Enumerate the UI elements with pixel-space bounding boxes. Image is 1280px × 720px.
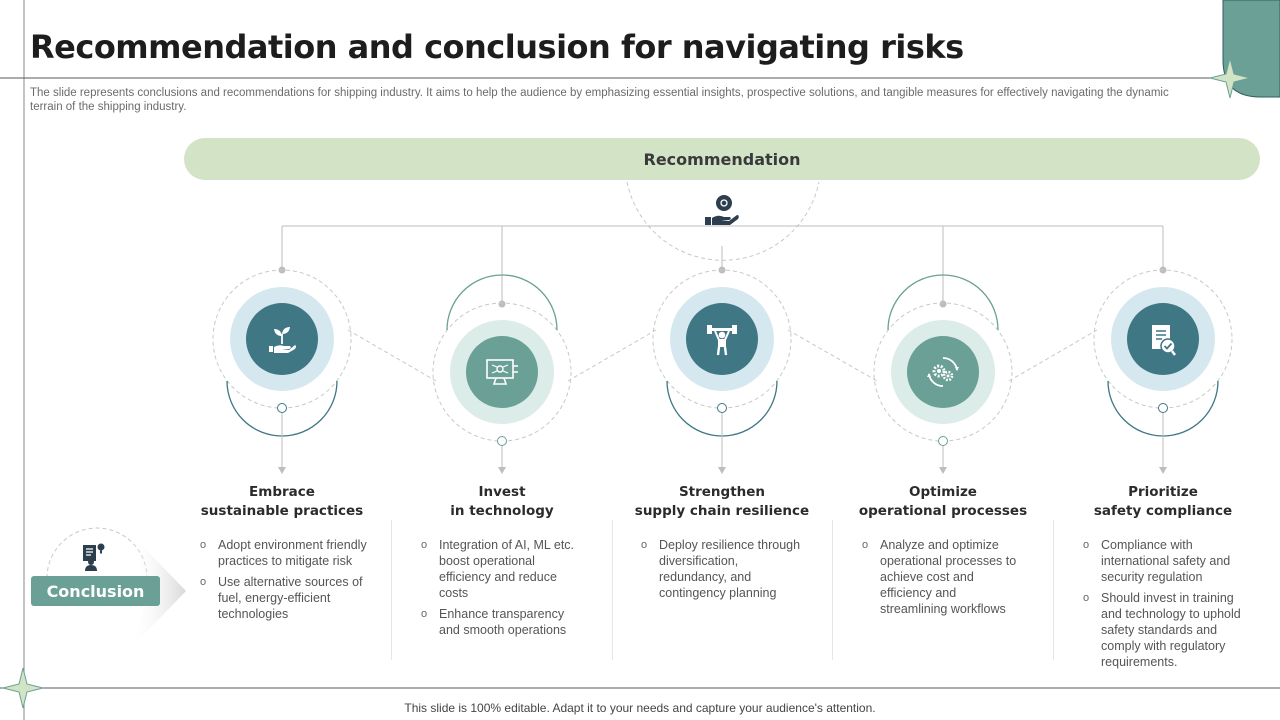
list-item: Should invest in training and technology…: [1083, 590, 1251, 670]
item-1-ring: [230, 287, 334, 391]
column-divider: [1053, 520, 1054, 660]
column-divider: [391, 520, 392, 660]
item-2-bullets: Integration of AI, ML etc. boost operati…: [421, 537, 581, 643]
item-3-bullets: Deploy resilience through diversificatio…: [641, 537, 801, 606]
item-4-ring: [891, 320, 995, 424]
list-item: Adopt environment friendly practices to …: [200, 537, 370, 569]
gears-cycle-icon: [907, 336, 979, 408]
page-subtitle: The slide represents conclusions and rec…: [30, 87, 1169, 113]
plant-in-hand-icon: [246, 303, 318, 375]
item-2-heading: Invest in technology: [392, 483, 612, 521]
hand-money-icon: [702, 192, 742, 232]
item-3-heading-line-1: Strengthen: [678, 484, 766, 500]
item-2-heading-line-1: Invest: [478, 484, 526, 500]
item-5-ring: [1111, 287, 1215, 391]
item-4-heading-line-1: Optimize: [909, 484, 977, 500]
item-1-bullets: Adopt environment friendly practices to …: [200, 537, 370, 627]
report-idea-icon: [80, 541, 110, 571]
list-item: Use alternative sources of fuel, energy-…: [200, 574, 370, 622]
list-item: Deploy resilience through diversificatio…: [641, 537, 801, 601]
column-divider: [612, 520, 613, 660]
item-2-ring: [450, 320, 554, 424]
footer-note: This slide is 100% editable. Adapt it to…: [404, 701, 876, 715]
page-title: Recommendation and conclusion for naviga…: [30, 28, 964, 66]
item-1-heading-line-2: sustainable practices: [200, 503, 364, 519]
item-1-heading: Embrace sustainable practices: [172, 483, 392, 521]
recommendation-bar: Recommendation: [184, 138, 1260, 180]
column-divider: [832, 520, 833, 660]
checklist-document-icon: [1127, 303, 1199, 375]
item-5-heading: Prioritize safety compliance: [1053, 483, 1273, 521]
monitor-network-icon: [466, 336, 538, 408]
list-item: Enhance transparency and smooth operatio…: [421, 606, 581, 638]
item-4-heading-line-2: operational processes: [858, 503, 1028, 519]
item-4-heading: Optimize operational processes: [833, 483, 1053, 521]
item-1-heading-line-1: Embrace: [249, 484, 315, 500]
list-item: Compliance with international safety and…: [1083, 537, 1251, 585]
item-5-heading-line-2: safety compliance: [1093, 503, 1233, 519]
weightlifter-icon: [686, 303, 758, 375]
list-item: Integration of AI, ML etc. boost operati…: [421, 537, 581, 601]
list-item: Analyze and optimize operational process…: [862, 537, 1022, 617]
item-4-bullets: Analyze and optimize operational process…: [862, 537, 1022, 622]
item-3-ring: [670, 287, 774, 391]
item-3-heading-line-2: supply chain resilience: [634, 503, 810, 519]
recommendation-label: Recommendation: [643, 149, 801, 169]
conclusion-label: Conclusion: [31, 576, 160, 606]
item-2-heading-line-2: in technology: [450, 503, 554, 519]
item-3-heading: Strengthen supply chain resilience: [612, 483, 832, 521]
item-5-bullets: Compliance with international safety and…: [1083, 537, 1251, 675]
item-5-heading-line-1: Prioritize: [1128, 484, 1198, 500]
